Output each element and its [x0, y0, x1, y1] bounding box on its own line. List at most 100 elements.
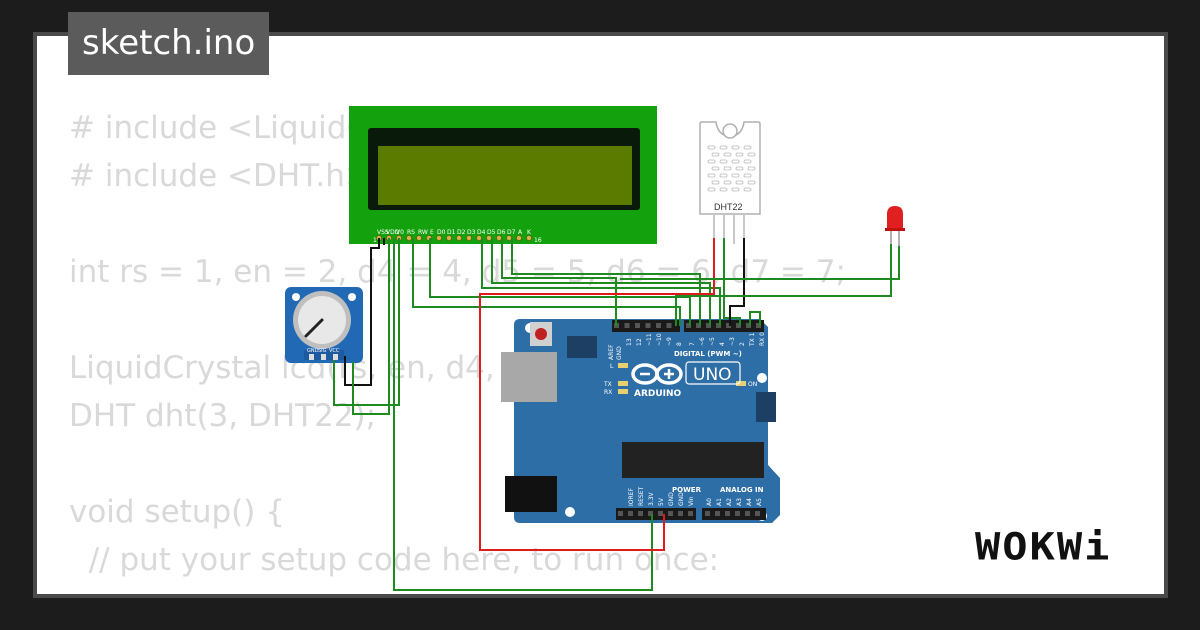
potentiometer[interactable]: GND SIG VCC [285, 287, 363, 363]
digital-pin[interactable] [666, 323, 672, 328]
power-pin[interactable] [678, 511, 683, 516]
sketch-title[interactable]: sketch.ino [68, 12, 270, 75]
lcd-pin-label: D0 [437, 229, 446, 236]
digital-pin[interactable] [736, 323, 741, 328]
digital-pin[interactable] [656, 323, 661, 328]
dht22-vent [711, 152, 720, 157]
dht22-label: DHT22 [714, 202, 743, 212]
lcd-pin-label: D3 [467, 229, 476, 236]
digital-pin-label: ~5 [709, 337, 716, 346]
analog-pin[interactable] [705, 511, 710, 516]
power-header-label: POWER [672, 486, 702, 494]
digital-header[interactable] [612, 320, 764, 332]
power-pin[interactable] [668, 511, 673, 516]
wire-green-d5 [491, 238, 711, 326]
lcd-pin-labels: VSS VDD V0 RS RW E D0 D1 D2 D3 D4 D5 D6 … [373, 229, 542, 244]
lcd-pin-number: 1 [373, 237, 377, 244]
dht22-vent [707, 173, 716, 178]
pot-pin-label: VCC [329, 348, 340, 354]
dht22-vent [743, 145, 752, 150]
power-pin[interactable] [618, 511, 623, 516]
led-body [887, 206, 903, 230]
dht22-vent [735, 166, 744, 171]
digital-pin[interactable] [624, 323, 630, 328]
lcd-pin[interactable] [506, 235, 512, 241]
digital-pin[interactable] [746, 323, 751, 328]
lcd-pin-label: A [518, 229, 523, 236]
dht22-vent [711, 180, 720, 185]
lcd-pin-label: D7 [507, 229, 516, 236]
code-line: // put your setup code here, to run once… [69, 542, 720, 578]
code-line: lcd.begin(16, 2); [69, 584, 846, 594]
lcd-pin[interactable] [416, 235, 422, 241]
lcd-pin[interactable] [456, 235, 462, 241]
wire-green-d4 [481, 238, 721, 326]
lcd-pin[interactable] [516, 235, 522, 241]
dht22-vent [719, 173, 728, 178]
reset-button[interactable] [535, 328, 547, 340]
wire-green-pot-sig [333, 238, 400, 406]
analog-pin[interactable] [755, 511, 760, 516]
dht22-vent [747, 152, 756, 157]
digital-pin[interactable] [756, 323, 761, 328]
dht22-sensor[interactable]: DHT22 [699, 121, 761, 244]
power-header[interactable] [616, 508, 766, 520]
digital-pin-label: RX 0 [759, 332, 766, 346]
lcd-pin[interactable] [486, 235, 492, 241]
digital-pin-label: ~9 [666, 337, 673, 346]
digital-pin[interactable] [635, 323, 640, 328]
digital-pin[interactable] [645, 323, 651, 328]
lcd-pin[interactable] [466, 235, 472, 241]
lcd-pin[interactable] [446, 235, 452, 241]
lcd-pin-label: VSS [377, 229, 389, 236]
digital-pin[interactable] [716, 323, 721, 328]
analog-header-label: ANALOG IN [720, 486, 764, 494]
usb-port [501, 352, 557, 402]
pot-pin-label: SIG [318, 348, 327, 354]
on-label: ON [748, 381, 757, 388]
wire-black-dht-gnd [729, 238, 745, 326]
lcd-pin-label: D2 [457, 229, 466, 236]
dht22-mount-hole [722, 123, 738, 139]
code-line: int rs = 1, en = 2, d4 = 4, d5 = 5, d6 =… [69, 254, 846, 290]
dht22-vent [731, 187, 740, 192]
red-led[interactable] [885, 206, 905, 248]
analog-pin[interactable] [715, 511, 720, 516]
power-pin-label: RESET [638, 486, 645, 506]
power-pin[interactable] [658, 511, 663, 516]
digital-pin[interactable] [686, 323, 691, 328]
lcd-pin[interactable] [406, 235, 412, 241]
digital-pin-label: 7 [689, 342, 696, 346]
dht22-vent [707, 145, 716, 150]
lcd-pin[interactable] [476, 235, 482, 241]
digital-pin[interactable] [726, 323, 731, 328]
lcd-display[interactable]: VSS VDD V0 RS RW E D0 D1 D2 D3 D4 D5 D6 … [349, 106, 657, 244]
lcd-pin-label: V0 [396, 229, 404, 236]
power-pin[interactable] [638, 511, 643, 516]
lcd-pin[interactable] [526, 235, 532, 241]
analog-pin[interactable] [725, 511, 730, 516]
power-pin-label: GND [678, 492, 685, 506]
power-pin[interactable] [628, 511, 633, 516]
analog-pin[interactable] [735, 511, 740, 516]
lcd-pin[interactable] [496, 235, 502, 241]
dht22-vent [747, 180, 756, 185]
power-pin[interactable] [648, 511, 653, 516]
dht22-vent [711, 166, 720, 171]
wire-green-led-cathode [675, 244, 892, 326]
dht22-vent [723, 166, 732, 171]
arduino-mount-hole [757, 373, 767, 383]
analog-pin-label: A4 [746, 498, 753, 506]
analog-pin[interactable] [745, 511, 750, 516]
digital-pin[interactable] [696, 323, 701, 328]
lcd-pin-number: 16 [534, 237, 542, 244]
digital-pin[interactable] [706, 323, 711, 328]
pot-pin [333, 354, 338, 360]
dht22-vent [731, 173, 740, 178]
lcd-pin[interactable] [436, 235, 442, 241]
dht22-vent [719, 187, 728, 192]
power-pin[interactable] [688, 511, 693, 516]
wire-green-vdd-5v [393, 238, 653, 591]
